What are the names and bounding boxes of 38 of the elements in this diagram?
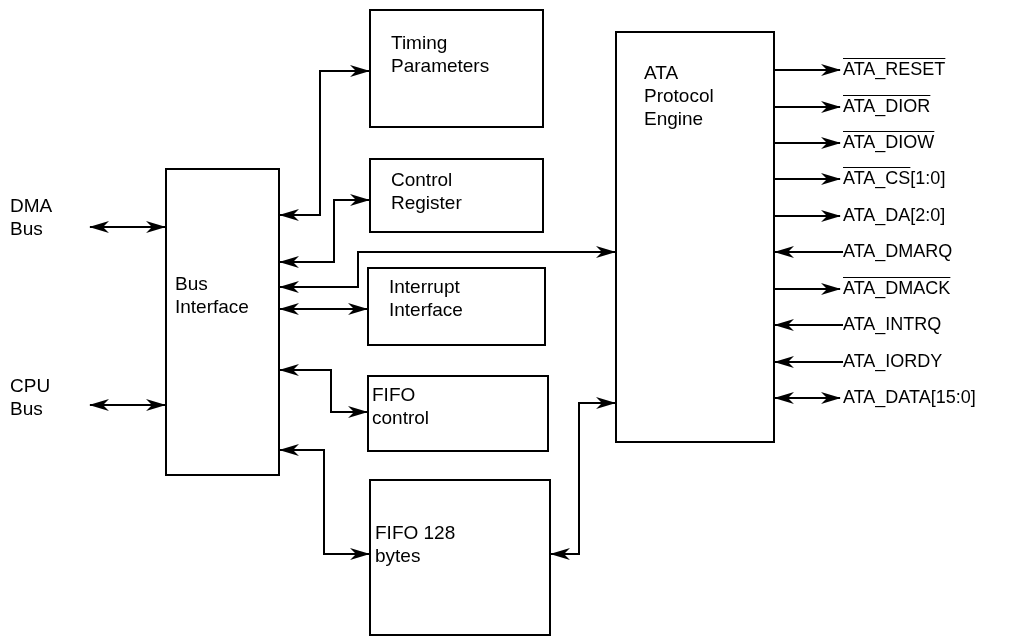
- signal-label: ATA_DATA[15:0]: [843, 386, 1025, 410]
- arrow: [89, 221, 166, 233]
- arrow: [279, 246, 616, 293]
- arrow: [774, 64, 841, 76]
- arrow: [279, 303, 368, 315]
- bus-label: CPU Bus: [10, 374, 90, 424]
- signal-label: ATA_DMARQ: [843, 240, 1025, 264]
- block-box: Bus Interface: [165, 168, 280, 476]
- arrow: [774, 283, 841, 295]
- block-box: ATA Protocol Engine: [615, 31, 775, 443]
- signal-label: ATA_DIOR: [843, 95, 1025, 119]
- arrow: [89, 399, 166, 411]
- arrow: [279, 444, 370, 560]
- arrow: [774, 392, 841, 404]
- arrow: [774, 137, 841, 149]
- arrow: [774, 356, 844, 368]
- signal-label: ATA_DIOW: [843, 131, 1025, 155]
- arrow: [774, 173, 841, 185]
- block-box: FIFO 128 bytes: [369, 479, 551, 636]
- signal-label: ATA_DA[2:0]: [843, 204, 1025, 228]
- signal-label: ATA_CS[1:0]: [843, 167, 1025, 191]
- signal-label: ATA_INTRQ: [843, 313, 1025, 337]
- arrow: [774, 246, 844, 258]
- block-box: FIFO control: [367, 375, 549, 452]
- signal-label: ATA_RESET: [843, 58, 1025, 82]
- arrow: [279, 65, 370, 221]
- bus-label: DMA Bus: [10, 194, 90, 244]
- arrow: [279, 194, 370, 268]
- arrow: [774, 210, 841, 222]
- arrow: [279, 364, 368, 418]
- block-box: Control Register: [369, 158, 544, 233]
- arrow: [774, 319, 844, 331]
- signal-label: ATA_IORDY: [843, 350, 1025, 374]
- arrow: [774, 101, 841, 113]
- block-box: Timing Parameters: [369, 9, 544, 128]
- block-box: Interrupt Interface: [367, 267, 546, 346]
- arrow: [550, 397, 616, 560]
- signal-label: ATA_DMACK: [843, 277, 1025, 301]
